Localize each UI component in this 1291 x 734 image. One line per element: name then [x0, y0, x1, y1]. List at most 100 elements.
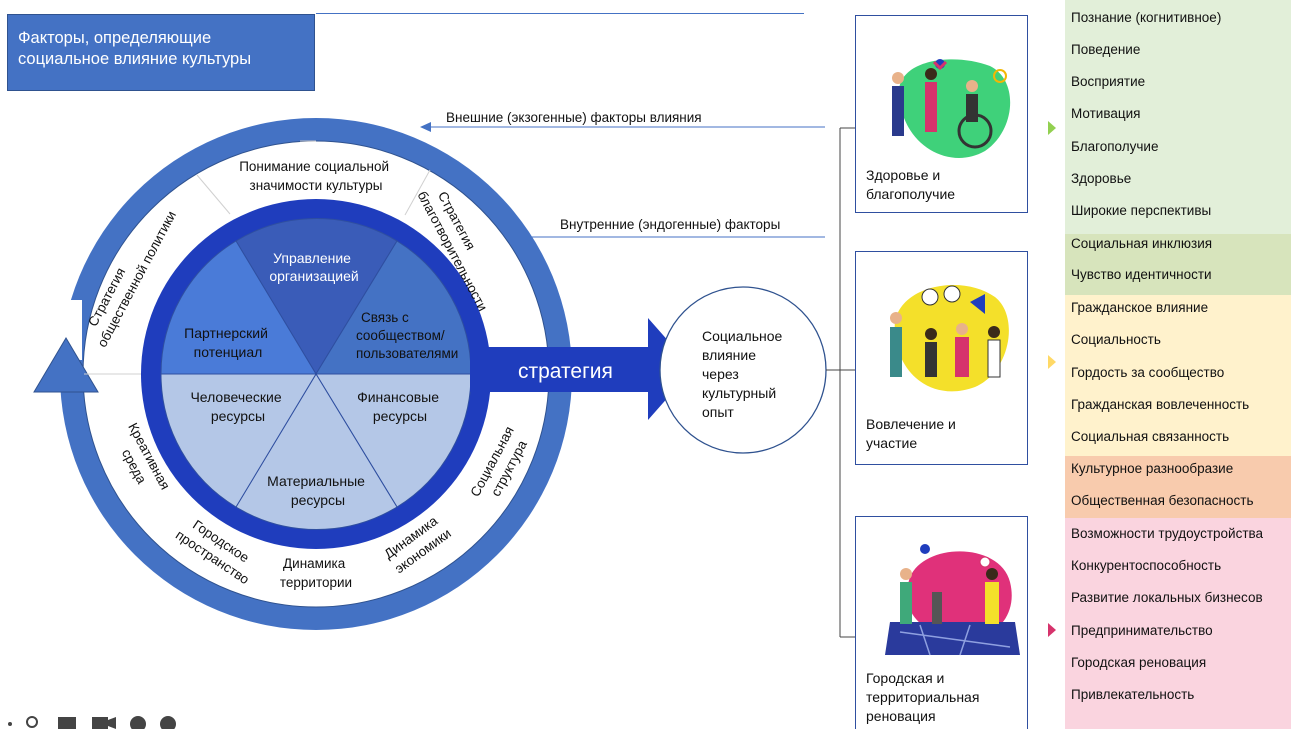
impact-l4: культурный — [702, 385, 776, 401]
svg-text:Человеческие ресурсы: Человеческие ресурсы — [190, 389, 285, 424]
svg-text:Партнерский потенциал: Партнерский потенциал — [184, 325, 272, 360]
factor-item: Восприятие — [1071, 74, 1146, 89]
sector-community-l2: сообществом/ — [356, 328, 445, 343]
grid-icon — [58, 717, 76, 729]
menu-icon — [130, 716, 146, 732]
card-urban-label: Городская и территориальная реновация — [866, 669, 979, 726]
factor-item: Социальная связанность — [1071, 429, 1230, 444]
sector-community-l3: пользователями — [356, 346, 458, 361]
sector-management-l1: Управление — [273, 250, 351, 266]
urban-illustration — [885, 544, 1020, 656]
sector-finance-l2: ресурсы — [373, 408, 427, 424]
sector-management-l2: организацией — [269, 268, 358, 284]
factor-item: Культурное разнообразие — [1071, 461, 1234, 476]
card-urban: Городская и территориальная реновация — [855, 516, 1028, 729]
arrow-engagement — [1048, 355, 1056, 369]
card-urban-l2: территориальная — [866, 689, 980, 705]
factor-item: Гражданское влияние — [1071, 300, 1209, 315]
factor-item: Здоровье — [1071, 171, 1132, 186]
band-olive — [1065, 234, 1291, 295]
factor-item: Чувство идентичности — [1071, 267, 1212, 282]
factor-item: Привлекательность — [1071, 687, 1195, 702]
zoom-icon — [26, 716, 38, 728]
sector-community-l1: Связь с — [361, 310, 409, 325]
sector-finance-l1: Финансовые — [357, 389, 439, 405]
svg-text:Управление организацией: Управление организацией — [269, 250, 358, 284]
outer-territory-l1: Динамика — [283, 556, 346, 571]
ring-arrowhead — [33, 337, 99, 393]
factor-item: Гордость за сообщество — [1071, 365, 1225, 380]
factor-item: Развитие локальных бизнесов — [1071, 590, 1263, 605]
factor-item: Возможности трудоустройства — [1071, 526, 1264, 541]
internal-factors-label: Внутренние (эндогенные) факторы — [560, 217, 780, 232]
card-engagement-l1: Вовлечение и — [866, 416, 956, 432]
impact-l3: через — [702, 366, 739, 382]
band-urban — [1065, 518, 1291, 729]
external-arrowhead — [420, 122, 431, 132]
factor-item: Благополучие — [1071, 139, 1159, 154]
factor-item: Поведение — [1071, 42, 1141, 57]
svg-text:Понимание социальной значи: Понимание социальной значимости культуры — [239, 159, 393, 193]
impact-l5: опыт — [702, 404, 734, 420]
card-urban-l3: реновация — [866, 708, 936, 724]
factor-item: Городская реновация — [1071, 655, 1207, 670]
arrow-health — [1048, 121, 1056, 135]
sector-partner-l1: Партнерский — [184, 325, 268, 341]
band-health — [1065, 0, 1291, 234]
factor-item: Гражданская вовлеченность — [1071, 397, 1250, 412]
sector-human — [160, 373, 317, 508]
factor-item: Предпринимательство — [1071, 623, 1213, 638]
card-engagement-l2: участие — [866, 435, 918, 451]
impact-circle — [659, 286, 827, 454]
factor-item: Конкурентоспособность — [1071, 558, 1222, 573]
card-health-l2: благополучие — [866, 186, 956, 202]
engagement-illustration — [890, 284, 1009, 392]
sector-material-l2: ресурсы — [291, 492, 345, 508]
sector-material — [235, 373, 398, 530]
factor-item: Широкие перспективы — [1071, 203, 1212, 218]
toolbar-icons — [8, 716, 176, 732]
factor-item: Общественная безопасность — [1071, 493, 1254, 508]
svg-text:Финансовые ресурсы: Финансовые ресурсы — [357, 389, 443, 424]
factor-item: Мотивация — [1071, 106, 1141, 121]
factor-item: Познание (когнитивное) — [1071, 10, 1222, 25]
impact-l2: влияние — [702, 347, 756, 363]
card-engagement: Вовлечение и участие — [855, 251, 1028, 465]
svg-text:Социальное влияние чер: Социальное влияние через культурный опыт — [702, 328, 786, 420]
strategy-arrow — [470, 318, 693, 420]
video-icon — [92, 717, 108, 729]
svg-text:Динамика территории: Динамика территории — [280, 556, 352, 590]
slide-toolbar[interactable] — [6, 714, 186, 732]
band-engagement — [1065, 295, 1291, 456]
arrow-urban — [1048, 623, 1056, 637]
sector-partner-l2: потенциал — [194, 344, 263, 360]
card-health-label: Здоровье и благополучие — [866, 166, 955, 204]
next-icon — [160, 716, 176, 732]
card-health: Здоровье и благополучие — [855, 15, 1028, 213]
top-rule — [316, 13, 804, 14]
divider-1 — [196, 174, 231, 215]
pointer-icon — [8, 722, 12, 726]
strategy-label: стратегия — [518, 360, 613, 383]
factor-item: Социальная инклюзия — [1071, 236, 1213, 251]
title-line-2: социальное влияние культуры — [18, 50, 252, 68]
sector-human-l2: ресурсы — [211, 408, 265, 424]
sector-management — [235, 218, 398, 375]
sector-partner — [160, 240, 317, 375]
outer-understanding-l2: значимости культуры — [250, 178, 383, 193]
title-box: Факторы, определяющие социальное влияние… — [7, 14, 315, 91]
health-illustration — [892, 59, 1011, 158]
sector-material-l1: Материальные — [267, 473, 365, 489]
card-health-l1: Здоровье и — [866, 167, 941, 183]
factor-item: Социальность — [1071, 332, 1161, 347]
svg-text:Связь с сообществом/ п: Связь с сообществом/ пользователями — [356, 310, 458, 361]
card-urban-l1: Городская и — [866, 670, 945, 686]
band-orange — [1065, 456, 1291, 518]
outer-territory-l2: территории — [280, 575, 352, 590]
sector-human-l1: Человеческие — [190, 389, 281, 405]
outer-understanding-l1: Понимание социальной — [239, 159, 389, 174]
title-line-1: Факторы, определяющие — [18, 29, 212, 47]
divider-2 — [404, 169, 431, 216]
card-engagement-label: Вовлечение и участие — [866, 415, 956, 453]
external-factors-label: Внешние (экзогенные) факторы влияния — [446, 110, 702, 125]
